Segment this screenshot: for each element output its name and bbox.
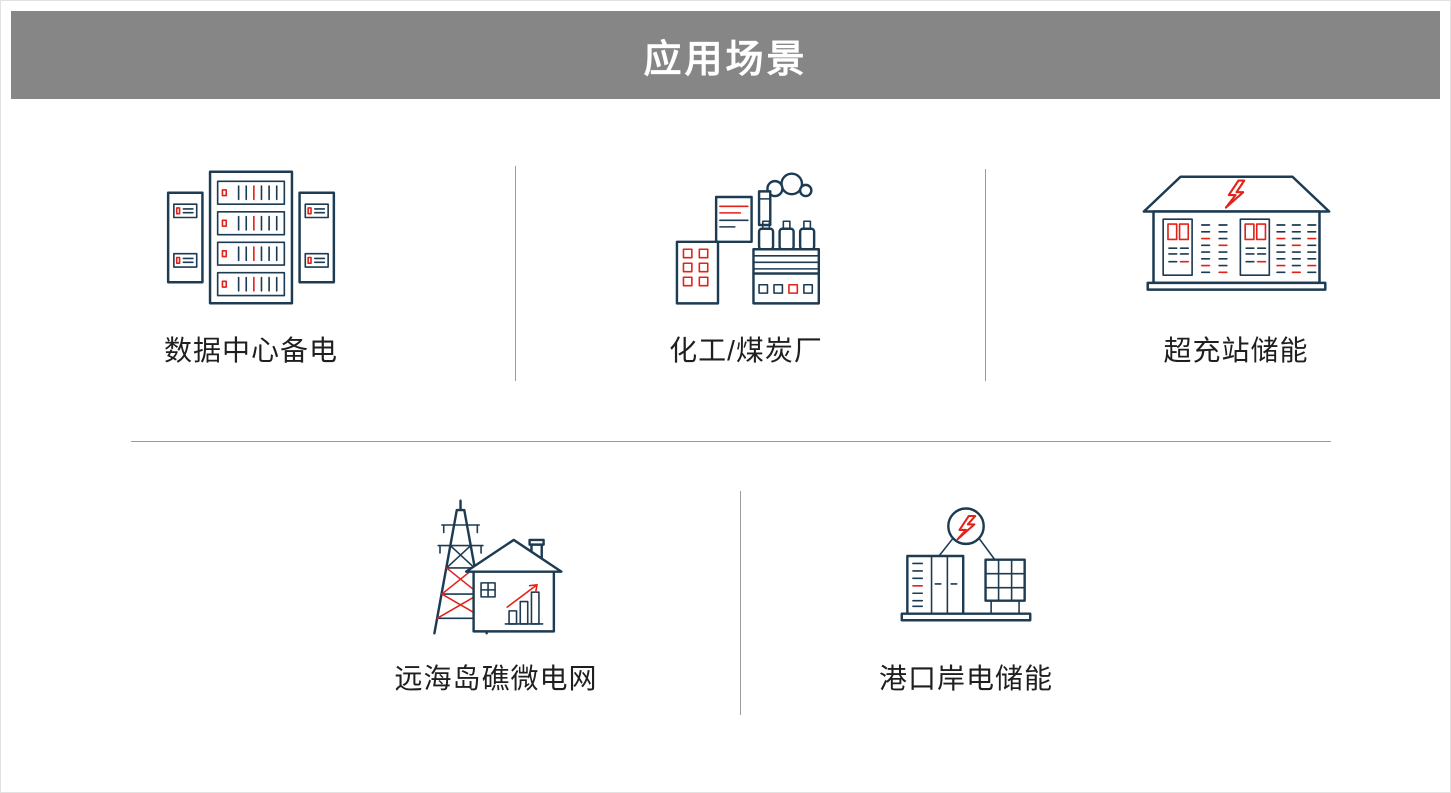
scenario-label: 化工/煤炭厂	[669, 335, 823, 366]
scenario-label: 超充站储能	[1163, 335, 1309, 366]
scenario-data-center: 数据中心备电	[101, 159, 401, 369]
factory-plant-icon	[675, 172, 821, 305]
scenario-charging-station: 超充站储能	[1086, 159, 1386, 369]
header-bar: 应用场景	[11, 11, 1440, 99]
charging-station-icon	[1086, 159, 1386, 309]
port-shore-power-icon	[816, 487, 1116, 637]
scenario-label: 远海岛礁微电网	[394, 663, 598, 694]
energy-storage-station-icon	[1142, 175, 1330, 291]
scenario-label: 数据中心备电	[163, 335, 338, 366]
divider-vertical-1	[515, 166, 516, 381]
divider-horizontal	[131, 441, 1331, 442]
scenario-label: 港口岸电储能	[878, 663, 1053, 694]
scenario-port-shore-power: 港口岸电储能	[816, 487, 1116, 697]
divider-vertical-3	[740, 491, 741, 715]
data-center-icon	[101, 159, 401, 309]
server-rack-icon	[166, 170, 336, 305]
transmission-tower-house-icon	[433, 499, 563, 635]
divider-vertical-2	[985, 169, 986, 381]
scenario-island-microgrid: 远海岛礁微电网	[346, 487, 646, 697]
page-title: 应用场景	[643, 38, 808, 81]
island-microgrid-icon	[346, 487, 646, 637]
scenario-factory: 化工/煤炭厂	[596, 159, 896, 369]
factory-icon	[596, 159, 896, 309]
shore-power-storage-icon	[900, 507, 1032, 622]
